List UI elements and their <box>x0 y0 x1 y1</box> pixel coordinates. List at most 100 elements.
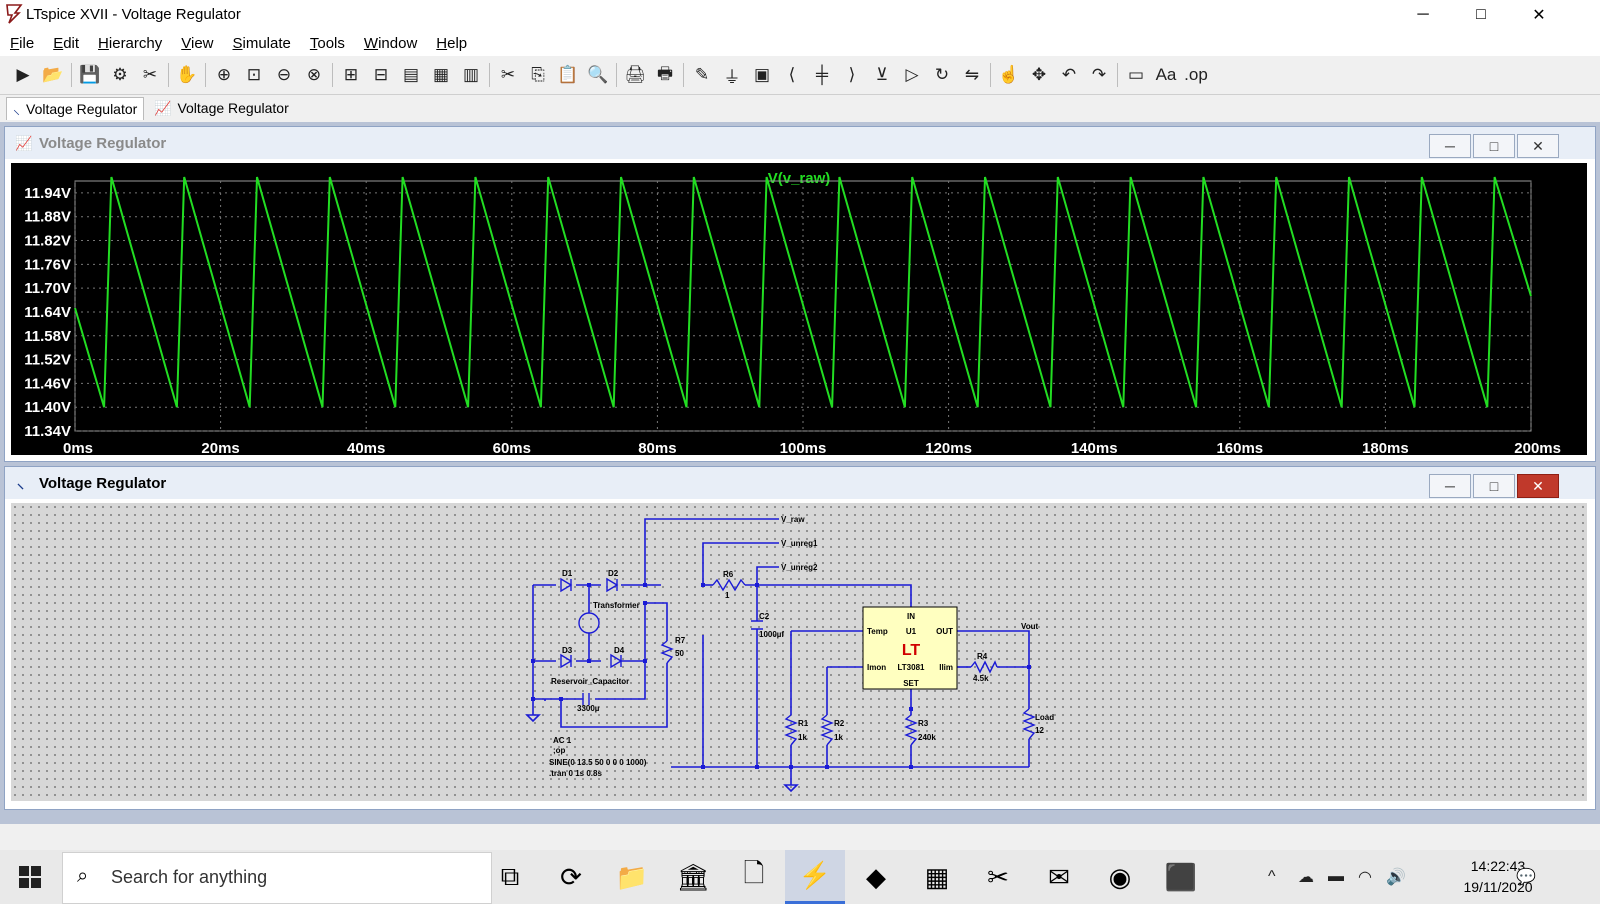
ref-reservoir-capacitor[interactable]: Reservoir_Capacitor <box>551 677 629 686</box>
mark-icon[interactable]: ⊟ <box>373 65 389 84</box>
waveform-maximize-button[interactable]: □ <box>1473 134 1515 158</box>
net-label-v-unreg2[interactable]: V_unreg2 <box>781 563 818 572</box>
app-icon[interactable]: ◆ <box>866 861 886 892</box>
notepad-icon[interactable]: 🗋 <box>743 858 765 888</box>
tile-vertical-icon[interactable]: ▥ <box>462 65 480 84</box>
op-icon[interactable]: .op <box>1184 65 1208 84</box>
wifi-icon[interactable]: ◠ <box>1358 869 1372 886</box>
open-icon[interactable]: 📂 <box>42 65 64 84</box>
ref-c2[interactable]: C2 <box>759 612 770 621</box>
onedrive-icon[interactable]: ☁ <box>1298 869 1314 886</box>
zoom-area-icon[interactable]: ⊡ <box>246 65 262 84</box>
menu-window[interactable]: Window <box>363 34 418 52</box>
file-explorer-icon[interactable]: 📁 <box>615 861 649 892</box>
ref-d3[interactable]: D3 <box>562 646 573 655</box>
sync-icon[interactable]: ⟳ <box>560 861 582 892</box>
ref-load[interactable]: Load <box>1035 713 1054 722</box>
zoom-in-icon[interactable]: ⊕ <box>216 65 232 84</box>
ref-r6[interactable]: R6 <box>723 570 734 579</box>
autorange-icon[interactable]: ⊞ <box>343 65 359 84</box>
paste-icon[interactable]: 📋 <box>557 65 579 84</box>
clock[interactable]: 14:22:43 19/11/2020 <box>1460 856 1536 898</box>
component-icon[interactable]: ▷ <box>905 65 919 84</box>
net-label-v-unreg1[interactable]: V_unreg1 <box>781 539 818 548</box>
spice-directive-icon[interactable]: ▭ <box>1127 65 1145 84</box>
menu-help[interactable]: Help <box>436 34 468 52</box>
ltspice-icon[interactable]: ⚡ <box>785 850 845 904</box>
net-label-vout[interactable]: Vout <box>1021 622 1039 631</box>
label-icon[interactable]: ▣ <box>753 65 771 84</box>
menu-tools[interactable]: Tools <box>309 34 345 52</box>
ref-r3[interactable]: R3 <box>918 719 929 728</box>
move-icon[interactable]: ✥ <box>1031 65 1047 84</box>
battery-icon[interactable]: ▬ <box>1328 868 1344 885</box>
text-icon[interactable]: Aa <box>1155 65 1177 84</box>
drag-icon[interactable]: ☝ <box>998 65 1020 84</box>
print-preview-icon[interactable]: 🖶 <box>656 63 674 83</box>
capacitor-icon[interactable]: ╪ <box>815 65 829 84</box>
edge-icon[interactable]: ◉ <box>1108 861 1132 892</box>
value-reservoir-capacitor[interactable]: 3300µ <box>577 704 600 713</box>
ref-d2[interactable]: D2 <box>608 569 619 578</box>
taskbar-search-box[interactable]: ⌕ Search for anything <box>62 852 492 904</box>
rotate-icon[interactable]: ↻ <box>934 65 950 84</box>
mail-icon[interactable]: ✉ <box>1048 861 1070 892</box>
zoom-out-icon[interactable]: ⊖ <box>276 65 292 84</box>
control-panel-icon[interactable]: ⚙ <box>112 65 128 84</box>
close-button[interactable]: ✕ <box>1532 7 1546 24</box>
menu-file[interactable]: File <box>10 34 35 52</box>
net-label-v-raw[interactable]: V_raw <box>781 515 805 524</box>
tile-horizontal-icon[interactable]: ▤ <box>402 65 420 84</box>
tab-waveform[interactable]: 📈 Voltage Regulator <box>148 97 295 119</box>
ref-r2[interactable]: R2 <box>834 719 845 728</box>
show-hidden-icons-icon[interactable]: ^ <box>1268 868 1276 885</box>
ref-transformer[interactable]: Transformer <box>593 601 640 610</box>
menu-hierarchy[interactable]: Hierarchy <box>98 34 163 52</box>
ref-r1[interactable]: R1 <box>798 719 809 728</box>
menu-edit[interactable]: Edit <box>53 34 80 52</box>
undo-icon[interactable]: ↶ <box>1061 65 1077 84</box>
bank-icon[interactable]: 🏛 <box>676 861 710 892</box>
snipping-tool-icon[interactable]: ✂ <box>987 861 1009 892</box>
value-r2[interactable]: 1k <box>834 733 843 742</box>
waveform-close-button[interactable]: ✕ <box>1517 134 1559 158</box>
zoom-cancel-icon[interactable]: ⊗ <box>306 65 322 84</box>
calculator-icon[interactable]: ▦ <box>924 861 950 892</box>
volume-icon[interactable]: 🔊 <box>1386 869 1406 886</box>
copy-icon[interactable]: ⎘ <box>531 65 545 84</box>
task-view-icon[interactable]: ⧉ <box>500 861 520 891</box>
schematic-minimize-button[interactable]: ─ <box>1429 474 1471 498</box>
acrobat-icon[interactable]: ⬛ <box>1164 861 1198 892</box>
value-r3[interactable]: 240k <box>918 733 936 742</box>
tab-schematic[interactable]: ⸜ Voltage Regulator <box>6 97 145 120</box>
waveform-window-titlebar[interactable]: 📈 Voltage Regulator ─ □ ✕ <box>5 127 1595 159</box>
value-r7[interactable]: 50 <box>675 649 684 658</box>
ref-d4[interactable]: D4 <box>614 646 625 655</box>
run-icon[interactable]: ▶ <box>16 65 30 84</box>
value-r1[interactable]: 1k <box>798 733 807 742</box>
schematic-close-button[interactable]: ✕ <box>1517 474 1559 498</box>
mirror-icon[interactable]: ⇋ <box>964 65 980 84</box>
pan-icon[interactable]: ✋ <box>176 65 198 84</box>
directive-op[interactable]: ;op <box>553 746 566 755</box>
menu-simulate[interactable]: Simulate <box>232 34 291 52</box>
find-icon[interactable]: 🔍 <box>587 65 609 84</box>
directive-tran[interactable]: .tran 0 1s 0.8s <box>549 769 602 778</box>
ref-r4[interactable]: R4 <box>977 652 988 661</box>
maximize-button[interactable]: □ <box>1476 6 1486 23</box>
ref-r7[interactable]: R7 <box>675 636 686 645</box>
schematic-window-titlebar[interactable]: ⸜ Voltage Regulator ─ □ ✕ <box>5 467 1595 499</box>
value-c2[interactable]: 1000µf <box>759 630 784 639</box>
cascade-icon[interactable]: ▦ <box>432 65 450 84</box>
wire-icon[interactable]: ✎ <box>694 65 710 84</box>
ref-d1[interactable]: D1 <box>562 569 573 578</box>
ic-lt3081[interactable] <box>862 606 958 690</box>
redo-icon[interactable]: ↷ <box>1091 65 1107 84</box>
print-icon[interactable]: 🖨 <box>624 65 646 84</box>
minimize-button[interactable]: ─ <box>1417 6 1429 23</box>
directive-sine[interactable]: SINE(0 13.5 50 0 0 0 1000) <box>549 758 647 767</box>
trace-label[interactable]: V(v_raw) <box>768 170 831 187</box>
cut-icon[interactable]: ✂ <box>500 65 516 84</box>
value-r4[interactable]: 4.5k <box>973 674 989 683</box>
